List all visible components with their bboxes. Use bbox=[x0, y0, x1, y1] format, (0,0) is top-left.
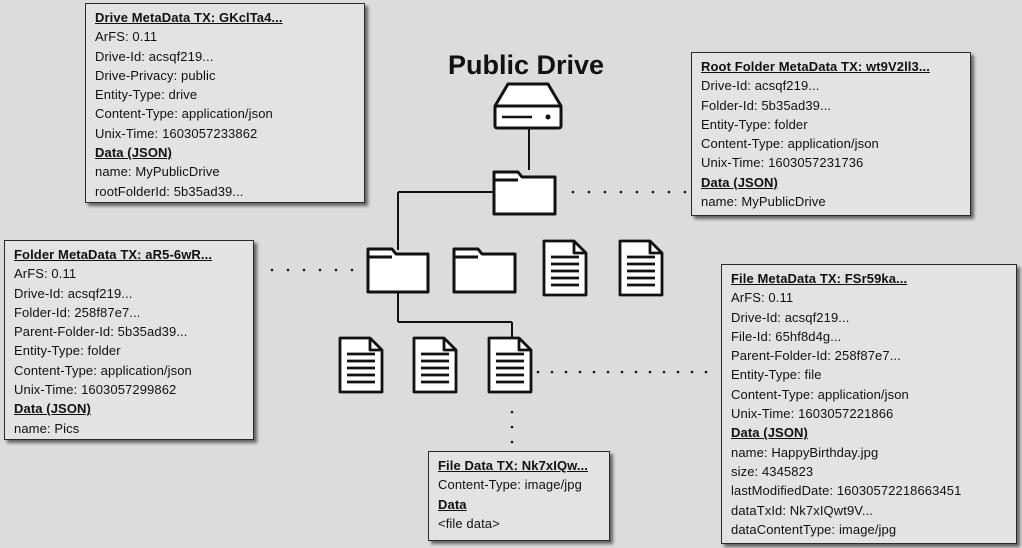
tag-line: Unix-Time: 1603057233862 bbox=[95, 125, 258, 141]
dotted-leaders bbox=[270, 190, 708, 444]
folder-icon bbox=[452, 247, 517, 294]
data-line: name: Pics bbox=[14, 420, 80, 436]
data-section-label: Data (JSON) bbox=[731, 425, 808, 441]
document-icon bbox=[487, 336, 533, 394]
data-section-label: Data (JSON) bbox=[701, 174, 778, 190]
tag-line: ArFS: 0.11 bbox=[95, 29, 158, 45]
tag-line: Content-Type: image/jpg bbox=[438, 477, 582, 493]
tag-line: Folder-Id: 258f87e7... bbox=[14, 304, 141, 320]
tag-line: Parent-Folder-Id: 258f87e7... bbox=[731, 348, 901, 364]
data-line: name: HappyBirthday.jpg bbox=[731, 444, 879, 460]
drive-metadata-box: Drive MetaData TX: GKclTa4... ArFS: 0.11… bbox=[85, 3, 365, 203]
tag-line: Drive-Privacy: public bbox=[95, 67, 216, 83]
folder-icon bbox=[492, 170, 557, 216]
tag-line: Unix-Time: 1603057221866 bbox=[731, 406, 894, 422]
drive-icon bbox=[493, 82, 563, 130]
folder-metadata-box: Folder MetaData TX: aR5-6wR... ArFS: 0.1… bbox=[4, 240, 254, 440]
file-metadata-box: File MetaData TX: FSr59ka... ArFS: 0.11 … bbox=[721, 264, 1017, 544]
data-line: rootFolderId: 5b35ad39... bbox=[95, 183, 244, 199]
box-title: File Data TX: Nk7xIQw... bbox=[438, 458, 589, 473]
tag-line: Unix-Time: 1603057299862 bbox=[14, 382, 177, 398]
tag-line: Entity-Type: drive bbox=[95, 87, 198, 103]
box-title: Folder MetaData TX: aR5-6wR... bbox=[14, 247, 213, 262]
tag-line: File-Id: 65hf8d4g... bbox=[731, 328, 842, 344]
data-line: name: MyPublicDrive bbox=[95, 164, 220, 180]
tag-line: ArFS: 0.11 bbox=[14, 266, 77, 282]
data-section-label: Data (JSON) bbox=[95, 145, 172, 161]
tag-line: Content-Type: application/json bbox=[731, 386, 909, 402]
data-section-label: Data bbox=[438, 496, 467, 512]
document-icon bbox=[542, 239, 588, 297]
data-line: size: 4345823 bbox=[731, 463, 814, 479]
tag-line: ArFS: 0.11 bbox=[731, 290, 794, 306]
tag-line: Unix-Time: 1603057231736 bbox=[701, 155, 864, 171]
document-icon bbox=[412, 336, 458, 394]
tag-line: Content-Type: application/json bbox=[14, 362, 192, 378]
connector-lines bbox=[397, 128, 530, 338]
data-line: name: MyPublicDrive bbox=[701, 194, 826, 210]
tag-line: Drive-Id: acsqf219... bbox=[701, 78, 820, 94]
tag-line: Entity-Type: folder bbox=[14, 343, 121, 359]
box-title: File MetaData TX: FSr59ka... bbox=[731, 271, 908, 286]
data-line: <file data> bbox=[438, 515, 500, 531]
tag-line: Folder-Id: 5b35ad39... bbox=[701, 97, 832, 113]
root-folder-metadata-box: Root Folder MetaData TX: wt9V2ll3... Dri… bbox=[691, 52, 971, 216]
tag-line: Drive-Id: acsqf219... bbox=[14, 285, 133, 301]
tag-line: Drive-Id: acsqf219... bbox=[731, 309, 850, 325]
data-section-label: Data (JSON) bbox=[14, 401, 91, 417]
tag-line: Parent-Folder-Id: 5b35ad39... bbox=[14, 324, 188, 340]
box-title: Drive MetaData TX: GKclTa4... bbox=[95, 10, 283, 25]
data-line: dataTxId: Nk7xIQwt9V... bbox=[731, 502, 873, 518]
file-data-box: File Data TX: Nk7xIQw... Content-Type: i… bbox=[428, 451, 610, 541]
tag-line: Content-Type: application/json bbox=[95, 106, 273, 122]
folder-icon bbox=[366, 247, 430, 294]
data-line: lastModifiedDate: 16030572218663451 bbox=[731, 483, 962, 499]
document-icon bbox=[618, 239, 664, 297]
tag-line: Entity-Type: folder bbox=[701, 116, 808, 132]
tag-line: Entity-Type: file bbox=[731, 367, 822, 383]
tag-line: Content-Type: application/json bbox=[701, 136, 879, 152]
data-line: dataContentType: image/jpg bbox=[731, 521, 897, 537]
diagram-heading: Public Drive bbox=[448, 50, 605, 80]
box-title: Root Folder MetaData TX: wt9V2ll3... bbox=[701, 59, 930, 74]
tag-line: Drive-Id: acsqf219... bbox=[95, 48, 214, 64]
document-icon bbox=[338, 336, 384, 394]
